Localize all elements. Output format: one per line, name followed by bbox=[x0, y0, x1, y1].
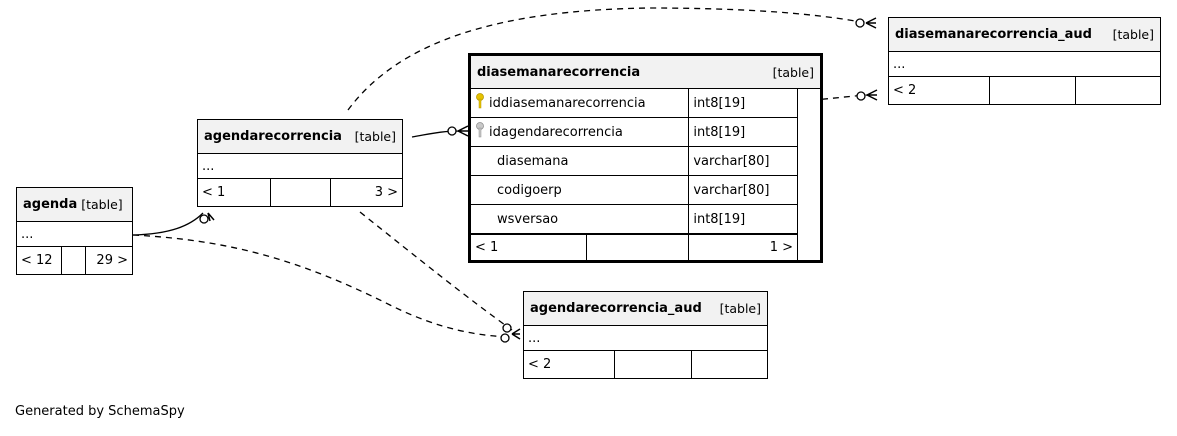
parents-count: < 1 bbox=[471, 235, 587, 260]
table-header: agendarecorrencia_aud [table] bbox=[524, 292, 767, 326]
column-type: varchar[80] bbox=[693, 182, 770, 198]
table-agendarecorrencia[interactable]: agendarecorrencia [table] ... < 1 3 > bbox=[197, 119, 403, 207]
generated-by-footer: Generated by SchemaSpy bbox=[15, 404, 185, 419]
table-name: diasemanarecorrencia bbox=[477, 64, 641, 80]
edge-diasemanarecorrencia-diasemanarecorrencia-aud bbox=[799, 94, 869, 102]
column-row[interactable]: iddiasemanarecorrencia int8[19] bbox=[471, 89, 797, 118]
parents-count: < 12 bbox=[17, 247, 62, 274]
table-name: agendarecorrencia bbox=[204, 129, 342, 144]
parents-count: < 2 bbox=[889, 77, 990, 104]
edge-marker-crowfoot bbox=[207, 212, 215, 222]
table-columns-collapsed: ... bbox=[198, 154, 402, 179]
column-name: iddiasemanarecorrencia bbox=[489, 95, 646, 111]
column-type: int8[19] bbox=[693, 95, 746, 111]
table-counts-row: < 2 bbox=[524, 351, 767, 378]
columns-count bbox=[271, 179, 331, 206]
edge-marker-circle bbox=[500, 333, 510, 343]
table-diasemanarecorrencia-aud[interactable]: diasemanarecorrencia_aud [table] ... < 2 bbox=[888, 17, 1161, 105]
children-count: 3 > bbox=[374, 185, 398, 200]
ellipsis-label: ... bbox=[21, 226, 34, 242]
table-diasemanarecorrencia[interactable]: diasemanarecorrencia [table] iddiasemana… bbox=[468, 53, 823, 263]
edge-agendarecorrencia-agendarecorrencia-aud bbox=[359, 211, 513, 331]
table-name: diasemanarecorrencia_aud bbox=[895, 27, 1092, 42]
column-type: int8[19] bbox=[693, 124, 746, 140]
columns-count bbox=[62, 247, 86, 274]
column-type: int8[19] bbox=[693, 211, 746, 227]
ellipsis-label: ... bbox=[202, 158, 215, 174]
table-side-strip bbox=[798, 89, 820, 260]
edge-marker-circle bbox=[856, 91, 866, 101]
column-name: codigoerp bbox=[471, 176, 690, 204]
column-list: iddiasemanarecorrencia int8[19] idagenda… bbox=[471, 89, 798, 260]
parents-count: < 1 bbox=[198, 179, 271, 206]
table-counts-row: < 2 bbox=[889, 77, 1160, 104]
columns-count bbox=[990, 77, 1076, 104]
table-kind: [table] bbox=[354, 129, 396, 144]
primary-key-icon bbox=[475, 93, 487, 113]
table-name: agenda bbox=[23, 197, 78, 212]
column-type: varchar[80] bbox=[693, 153, 770, 169]
edge-agenda-agendarecorrencia bbox=[132, 212, 204, 236]
edge-agenda-agendarecorrencia-aud bbox=[132, 234, 511, 338]
table-agenda[interactable]: agenda [table] ... < 12 29 > bbox=[16, 187, 133, 275]
parents-count: < 2 bbox=[524, 351, 615, 378]
column-row[interactable]: idagendarecorrencia int8[19] bbox=[471, 118, 797, 147]
table-kind: [table] bbox=[1112, 27, 1154, 42]
table-name: agendarecorrencia_aud bbox=[530, 301, 702, 316]
ellipsis-label: ... bbox=[893, 56, 906, 72]
table-counts-row: < 1 1 > bbox=[471, 234, 797, 260]
edge-marker-crowfoot bbox=[866, 89, 878, 101]
children-count: 29 > bbox=[96, 253, 128, 268]
column-name: idagendarecorrencia bbox=[489, 124, 623, 140]
column-row[interactable]: wsversao int8[19] bbox=[471, 205, 797, 234]
children-count bbox=[1076, 77, 1160, 104]
edge-marker-crowfoot bbox=[865, 17, 877, 29]
table-header: diasemanarecorrencia [table] bbox=[471, 56, 820, 89]
columns-count bbox=[615, 351, 692, 378]
edge-marker-circle bbox=[855, 18, 865, 28]
column-row[interactable]: diasemana varchar[80] bbox=[471, 147, 797, 176]
table-kind: [table] bbox=[719, 301, 761, 316]
column-row[interactable]: codigoerp varchar[80] bbox=[471, 176, 797, 205]
edge-agendarecorrencia-diasemanarecorrencia-aud bbox=[347, 7, 867, 111]
table-counts-row: < 12 29 > bbox=[17, 247, 132, 274]
table-header: diasemanarecorrencia_aud [table] bbox=[889, 18, 1160, 52]
children-count: 1 > bbox=[769, 240, 793, 255]
table-columns-collapsed: ... bbox=[524, 326, 767, 351]
table-columns-collapsed: ... bbox=[17, 222, 132, 247]
table-agendarecorrencia-aud[interactable]: agendarecorrencia_aud [table] ... < 2 bbox=[523, 291, 768, 379]
edge-marker-circle bbox=[502, 323, 512, 333]
foreign-key-icon bbox=[475, 122, 487, 142]
table-columns-collapsed: ... bbox=[889, 52, 1160, 77]
table-kind: [table] bbox=[81, 197, 123, 212]
table-header: agendarecorrencia [table] bbox=[198, 120, 402, 154]
edge-marker-crowfoot bbox=[511, 328, 521, 340]
edge-marker-crowfoot bbox=[457, 125, 469, 137]
column-name: wsversao bbox=[471, 205, 690, 233]
edge-agendarecorrencia-diasemanarecorrencia bbox=[411, 130, 463, 138]
edge-marker-circle bbox=[199, 214, 209, 224]
children-count bbox=[692, 351, 767, 378]
table-kind: [table] bbox=[772, 64, 814, 80]
ellipsis-label: ... bbox=[528, 330, 541, 346]
table-header: agenda [table] bbox=[17, 188, 132, 222]
edge-marker-circle bbox=[447, 126, 457, 136]
column-name: diasemana bbox=[471, 147, 690, 175]
columns-count bbox=[587, 235, 690, 260]
table-counts-row: < 1 3 > bbox=[198, 179, 402, 206]
